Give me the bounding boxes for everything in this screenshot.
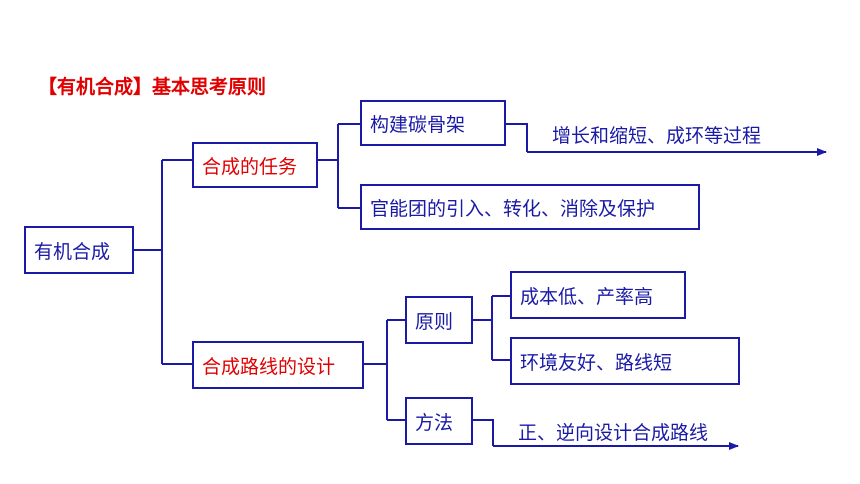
functional-group-node: 官能团的引入、转化、消除及保护: [360, 184, 700, 230]
principle-node: 原则: [405, 296, 473, 344]
carbon-skeleton-node: 构建碳骨架: [360, 100, 506, 146]
method-detail: 正、逆向设计合成路线: [518, 422, 709, 444]
branch-task-label: 合成的任务: [202, 155, 298, 178]
carbon-skeleton-detail: 增长和缩短、成环等过程: [552, 125, 762, 147]
method-node: 方法: [405, 397, 473, 445]
principle-item-cost: 成本低、产率高: [510, 271, 686, 319]
principle-item-green: 环境友好、路线短: [510, 337, 740, 385]
principle-label: 原则: [415, 310, 454, 333]
functional-group-label: 官能团的引入、转化、消除及保护: [370, 197, 656, 220]
root-label: 有机合成: [34, 240, 111, 263]
branch-task-node: 合成的任务: [192, 142, 318, 188]
root-node: 有机合成: [24, 226, 134, 274]
principle-item-cost-label: 成本低、产率高: [520, 285, 654, 308]
branch-route-node: 合成路线的设计: [192, 341, 364, 389]
carbon-skeleton-label: 构建碳骨架: [370, 113, 466, 136]
branch-route-label: 合成路线的设计: [202, 355, 336, 378]
principle-item-green-label: 环境友好、路线短: [520, 351, 673, 374]
diagram-title: 【有机合成】基本思考原则: [38, 76, 267, 98]
method-label: 方法: [415, 411, 454, 434]
